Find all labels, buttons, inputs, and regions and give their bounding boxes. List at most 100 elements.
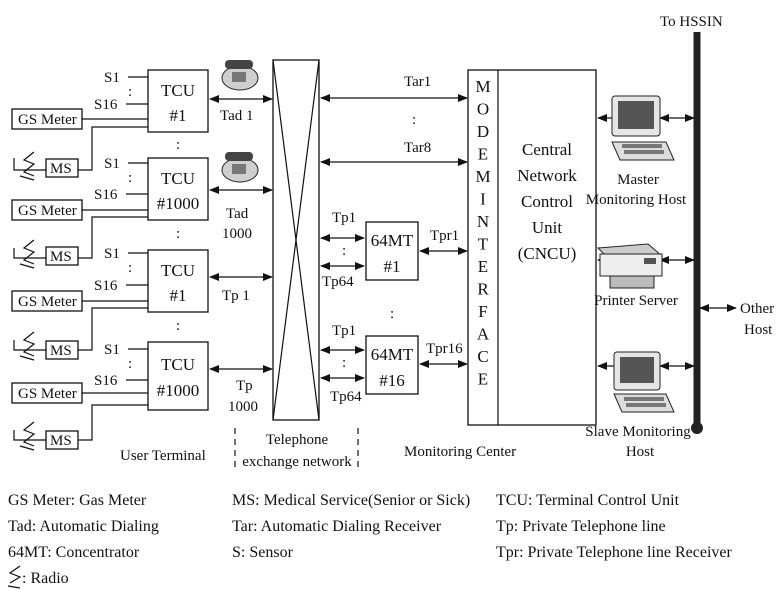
master-monitoring-host: Master Monitoring Host <box>586 95 695 208</box>
concentrator-number: #16 <box>379 371 405 390</box>
legend-item: Tar: Automatic Dialing Receiver <box>232 518 442 535</box>
sensor-label-s16: S16 <box>94 187 118 203</box>
svg-text::: : <box>128 260 132 276</box>
other-host-label-1: Other <box>740 301 774 317</box>
tad-label: Tad <box>226 206 249 222</box>
concentrator-number: #1 <box>384 257 401 276</box>
concentrator-1: 64MT #1 Tp1 : Tp64 Tpr1 <box>320 210 468 290</box>
tp-in-label: Tp1 <box>332 323 356 339</box>
svg-text::: : <box>342 243 346 259</box>
gs-meter-label: GS Meter <box>18 203 77 219</box>
user-terminal-group-1: TCU #1 S1 : S16 GS Meter MS Tad 1 <box>11 60 273 181</box>
tad-label: Tad 1 <box>220 108 254 124</box>
sensor-label-s1: S1 <box>104 246 120 262</box>
tp-number: 1000 <box>228 399 258 415</box>
cncu-line-3: Control <box>521 192 573 211</box>
legend-item: TCU: Terminal Control Unit <box>496 492 680 509</box>
legend-item: : Radio <box>22 570 69 587</box>
tcu-number: #1 <box>170 286 187 305</box>
tcu-number: #1000 <box>157 194 200 213</box>
legend-item: Tp: Private Telephone line <box>496 518 666 535</box>
tad-number: 1000 <box>222 226 252 242</box>
radio-icon <box>19 421 36 451</box>
svg-text::: : <box>412 112 416 128</box>
tcu-box <box>147 249 209 313</box>
ms-label: MS <box>50 161 72 177</box>
svg-text::: : <box>176 137 180 153</box>
tp-label: Tp <box>236 378 253 394</box>
ms-label: MS <box>50 249 72 265</box>
slave-monitoring-host: Slave Monitoring Host <box>585 351 695 460</box>
sensor-label-s16: S16 <box>94 278 118 294</box>
concentrator-label: 64MT <box>371 231 414 250</box>
tpr-label: Tpr1 <box>430 228 459 244</box>
computer-icon <box>613 351 675 413</box>
gs-meter-label: GS Meter <box>18 112 77 128</box>
sensor-label-s1: S1 <box>104 156 120 172</box>
tar1-label: Tar1 <box>404 74 431 90</box>
telephone-exchange-network: Telephone exchange network <box>234 59 359 470</box>
ms-box <box>45 246 79 266</box>
tcu-number: #1 <box>170 106 187 125</box>
tp-in-label: Tp64 <box>330 389 362 405</box>
printer-icon <box>596 243 664 289</box>
radio-icon <box>19 331 36 361</box>
slave-host-label-2: Host <box>626 444 655 460</box>
user-terminal-group-2: TCU #1000 S1 : S16 GS Meter MS Tad 1000 <box>11 152 273 269</box>
radio-icon <box>19 151 36 181</box>
tcu-label: TCU <box>161 355 195 374</box>
cncu-line-5: (CNCU) <box>518 244 577 263</box>
legend-item: MS: Medical Service(Senior or Sick) <box>232 492 470 509</box>
monitoring-center-caption: Monitoring Center <box>404 444 516 460</box>
tcu-box <box>147 69 209 133</box>
user-terminal-group-4: TCU #1000 S1 : S16 GS Meter MS Tp 1000 <box>11 341 273 451</box>
telephone-network-caption-line2: exchange network <box>242 454 352 470</box>
sensor-label-s1: S1 <box>104 70 120 86</box>
cncu-line-1: Central <box>522 140 572 159</box>
printer-server-label: Printer Server <box>594 293 678 309</box>
radio-icon <box>7 565 22 589</box>
telephone-icon <box>221 152 259 183</box>
svg-text::: : <box>390 306 394 322</box>
legend-item: Tad: Automatic Dialing <box>8 518 159 535</box>
printer-server: Printer Server <box>594 243 695 309</box>
sensor-label-s1: S1 <box>104 342 120 358</box>
tcu-box <box>147 341 209 411</box>
tp-in-label: Tp1 <box>332 210 356 226</box>
svg-text::: : <box>176 318 180 334</box>
tp-in-label: Tp64 <box>322 274 354 290</box>
ms-label: MS <box>50 343 72 359</box>
telephone-icon <box>221 60 259 91</box>
tcu-label: TCU <box>161 261 195 280</box>
svg-text::: : <box>342 355 346 371</box>
cncu-line-4: Unit <box>532 218 563 237</box>
other-host-label-2: Host <box>744 322 773 338</box>
svg-text::: : <box>128 170 132 186</box>
svg-text::: : <box>176 226 180 242</box>
sensor-label-s16: S16 <box>94 373 118 389</box>
gs-meter-label: GS Meter <box>18 386 77 402</box>
tcu-label: TCU <box>161 169 195 188</box>
master-host-label-2: Monitoring Host <box>586 192 687 208</box>
legend-item: GS Meter: Gas Meter <box>8 492 147 509</box>
tcu-label: TCU <box>161 81 195 100</box>
concentrator-16: 64MT #16 Tp1 : Tp64 Tpr16 <box>320 323 468 405</box>
user-terminal-group-3: TCU #1 S1 : S16 GS Meter MS Tp 1 <box>11 246 273 361</box>
legend-item: S: Sensor <box>232 544 294 561</box>
sensor-label-s16: S16 <box>94 97 118 113</box>
svg-text::: : <box>128 84 132 100</box>
ms-label: MS <box>50 433 72 449</box>
slave-host-label-1: Slave Monitoring <box>585 424 691 440</box>
master-host-label-1: Master <box>617 172 659 188</box>
tar8-label: Tar8 <box>404 140 431 156</box>
legend: GS Meter: Gas Meter MS: Medical Service(… <box>7 492 733 589</box>
user-terminal-caption: User Terminal <box>120 448 206 464</box>
hssin-label: To HSSIN <box>660 14 723 30</box>
computer-icon <box>611 95 675 161</box>
ms-box <box>45 158 79 178</box>
concentrator-label: 64MT <box>371 345 414 364</box>
svg-text::: : <box>128 356 132 372</box>
tcu-box <box>147 157 209 221</box>
